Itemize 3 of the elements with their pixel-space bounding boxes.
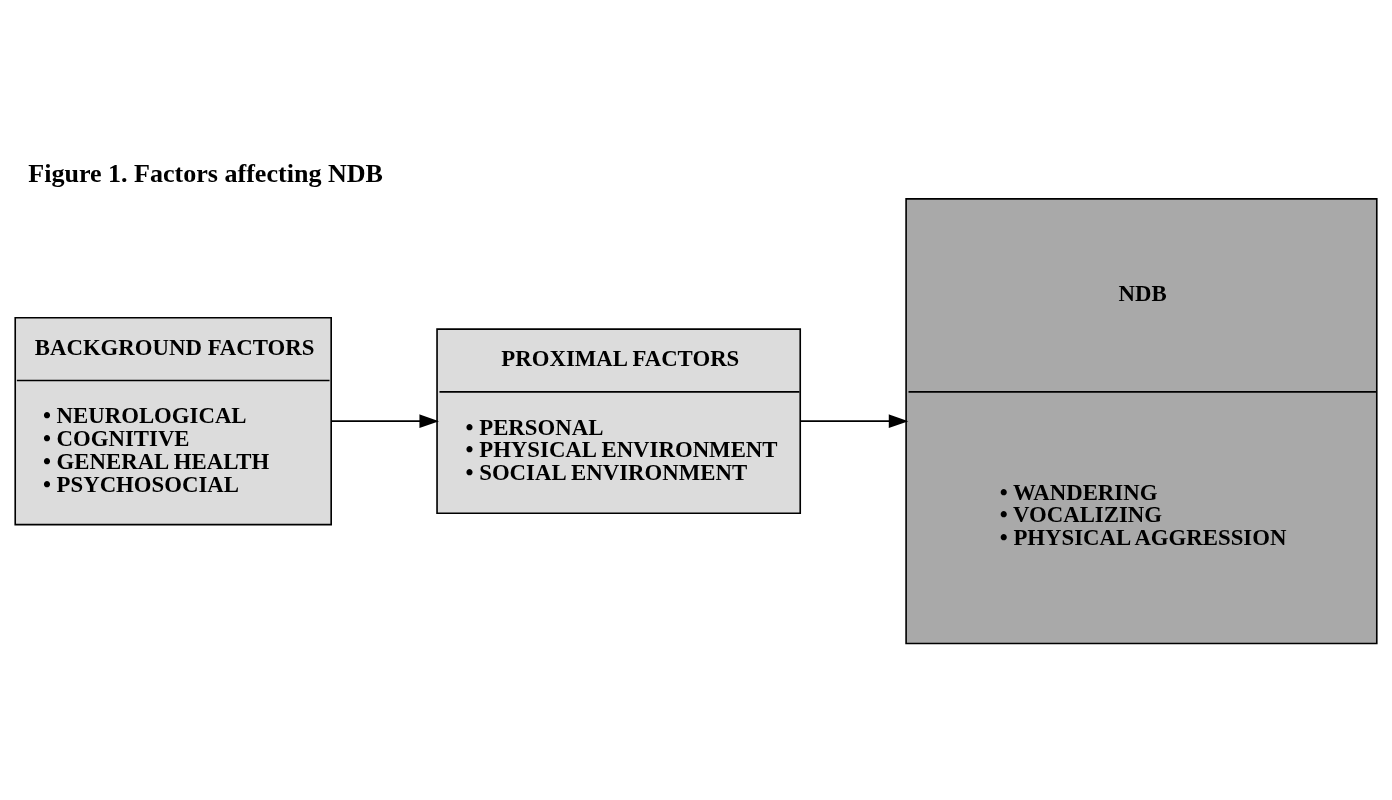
arrow (330, 414, 439, 428)
diagram-title: Figure 1. Factors affecting NDB (28, 159, 383, 189)
arrow (799, 414, 909, 428)
